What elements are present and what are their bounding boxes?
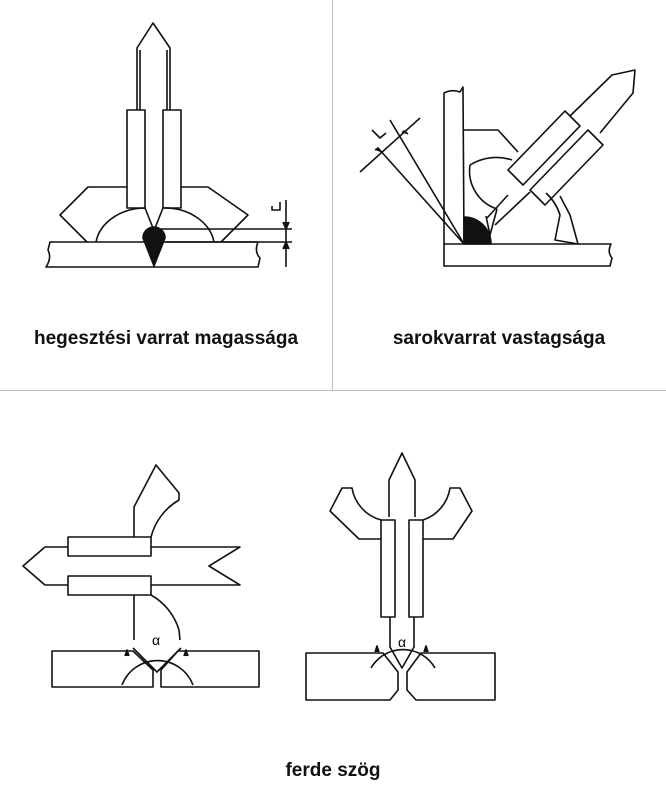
gauge-needle [136, 22, 171, 110]
fillet-weld [463, 216, 492, 245]
gauge-sleeve-right [408, 519, 424, 618]
weld-bead [142, 226, 166, 267]
plate-right [406, 652, 496, 701]
plate-left [305, 652, 399, 701]
gauge-needle-diagonal [486, 69, 636, 226]
caption-bevel-angle: ferde szög [285, 760, 381, 781]
angle-symbol-right: α [398, 634, 407, 650]
horizontal-divider [0, 390, 666, 391]
gauge-needle-vertical [388, 452, 416, 517]
gauge-needle-horizontal [22, 546, 241, 586]
gauge-wing-right [422, 487, 473, 540]
plate-right [160, 650, 260, 688]
gauge-sleeve-left [126, 109, 146, 209]
horizontal-plate [443, 243, 613, 267]
angle-symbol-left: α [152, 632, 161, 648]
base-plate [45, 241, 261, 268]
gauge-sleeve-upper [67, 536, 152, 557]
gauge-sleeve-right [162, 109, 182, 209]
gauge-sleeve-left [380, 519, 396, 618]
plate-left [51, 650, 154, 688]
weld-height-illustration [45, 22, 292, 268]
bevel-angle-illustration-left [22, 464, 260, 688]
vertical-plate [443, 86, 465, 245]
gauge-wing-left [329, 487, 382, 540]
gauge-wing-left [59, 186, 127, 243]
caption-weld-height: hegesztési varrat magassága [33, 328, 299, 349]
gauge-sleeve-upper [507, 110, 581, 186]
gauge-sleeve-lower [529, 129, 604, 206]
gauge-sleeve-lower [67, 575, 152, 596]
vertical-divider [332, 0, 333, 390]
bevel-angle-illustration-right [305, 452, 496, 701]
fillet-thickness-illustration [359, 69, 636, 267]
caption-fillet-thickness: sarokvarrat vastagsága [392, 328, 606, 349]
